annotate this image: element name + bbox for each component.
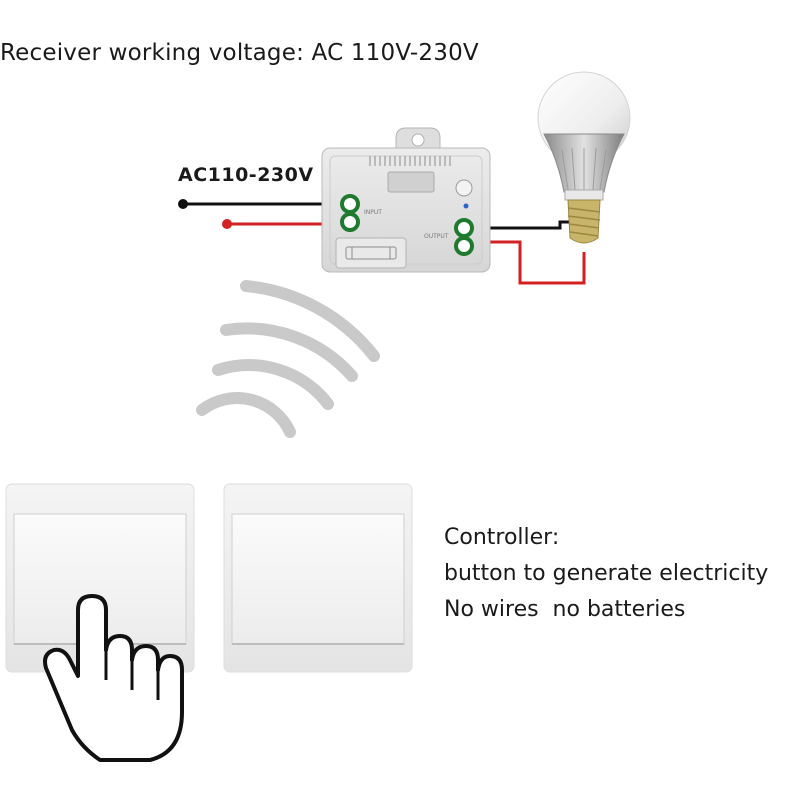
vent-slots <box>369 156 451 166</box>
controller-line-generate: button to generate electricity <box>444 561 769 586</box>
live-wire-end <box>222 219 232 229</box>
controller-description: Controller: button to generate electrici… <box>444 520 768 628</box>
screw-threads <box>567 207 601 237</box>
receiver-module: INPUT OUTPUT <box>321 127 491 273</box>
hanging-hole <box>411 133 425 147</box>
right-wall-switch <box>223 483 413 673</box>
live-output-wire <box>476 240 586 285</box>
output-wires <box>476 220 586 285</box>
label-window <box>387 171 435 193</box>
input-wires <box>178 199 332 229</box>
output-terminal-label: OUTPUT <box>424 233 449 240</box>
input-terminals <box>340 194 360 232</box>
left-wall-switch <box>5 483 195 673</box>
light-bulb <box>537 71 631 244</box>
controller-title: Controller: <box>444 525 560 550</box>
input-terminal-label: INPUT <box>364 209 382 216</box>
receiver-voltage-note: Receiver working voltage: AC 110V-230V <box>0 40 479 66</box>
output-terminals <box>454 218 474 256</box>
ac-input-label: AC110-230V <box>178 164 314 186</box>
bulb-collar <box>564 189 604 201</box>
learn-button <box>455 179 473 197</box>
right-rocker <box>231 513 405 645</box>
controller-line-no-wires: No wires no batteries <box>444 597 686 622</box>
antenna-coil <box>345 246 397 260</box>
antenna-compartment <box>335 237 407 269</box>
indicator-led <box>463 203 469 209</box>
wireless-signal-icon <box>196 280 380 438</box>
bulb-base <box>567 199 601 244</box>
heatsink-fins <box>561 147 607 191</box>
neutral-wire-end <box>178 199 188 209</box>
pressing-hand-icon <box>43 594 184 762</box>
neutral-output-wire <box>476 220 585 230</box>
hand-knuckle-lines <box>104 650 160 700</box>
